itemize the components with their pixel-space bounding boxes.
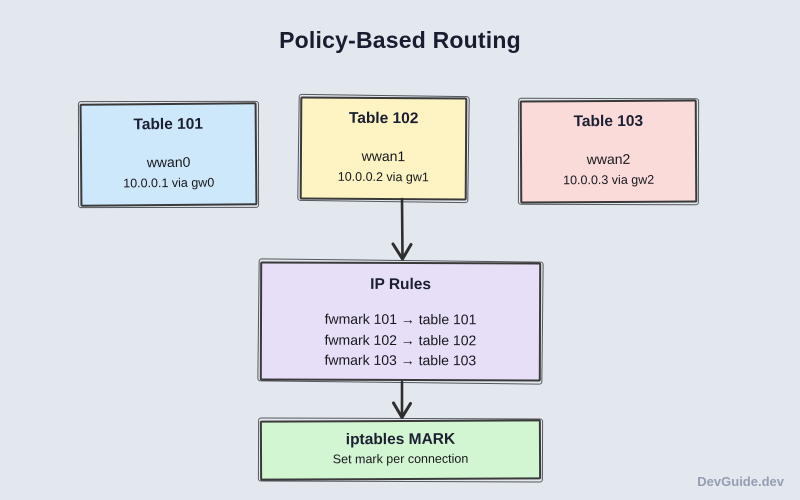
node-interface: wwan0 — [146, 153, 191, 171]
node-interface: wwan1 — [361, 147, 406, 165]
node-title: IP Rules — [370, 275, 432, 294]
node-title: iptables MARK — [345, 430, 456, 449]
ip-rule-line: fwmark 103 → table 103 — [324, 351, 477, 369]
node-iptables-mark: iptables MARK Set mark per connection — [259, 419, 542, 481]
node-title: Table 102 — [348, 109, 419, 128]
node-route: 10.0.0.2 via gw1 — [337, 169, 429, 185]
arrow-table102-to-iprules — [391, 197, 413, 261]
watermark: DevGuide.dev — [697, 474, 784, 489]
node-ip-rules: IP Rules fwmark 101 → table 101 fwmark 1… — [259, 261, 542, 382]
node-table-101: Table 101 wwan0 10.0.0.1 via gw0 — [79, 102, 258, 207]
node-title: Table 101 — [133, 115, 204, 134]
node-title: Table 103 — [573, 112, 644, 131]
node-route: 10.0.0.3 via gw2 — [563, 172, 655, 188]
page-title: Policy-Based Routing — [279, 27, 521, 53]
node-table-103: Table 103 wwan2 10.0.0.3 via gw2 — [519, 99, 698, 204]
node-table-102: Table 102 wwan1 10.0.0.2 via gw1 — [299, 96, 468, 201]
arrow-iprules-to-iptables — [392, 380, 412, 419]
node-subtitle: Set mark per connection — [332, 451, 469, 467]
node-interface: wwan2 — [586, 150, 631, 168]
ip-rule-line: fwmark 101 → table 101 — [324, 310, 477, 328]
ip-rules-list: fwmark 101 → table 101 fwmark 102 → tabl… — [262, 309, 539, 371]
node-route: 10.0.0.1 via gw0 — [123, 175, 215, 191]
ip-rule-line: fwmark 102 → table 102 — [324, 331, 477, 348]
